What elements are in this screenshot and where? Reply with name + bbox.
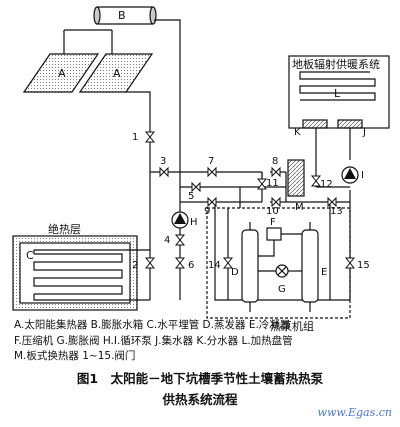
watermark: www.Egas.cn xyxy=(317,406,392,419)
valve-11 xyxy=(256,178,268,190)
valve-label-11: 11 xyxy=(266,178,279,189)
label-pump-i: I xyxy=(361,170,364,181)
valve-12 xyxy=(310,175,322,187)
valve-5 xyxy=(191,181,201,193)
circulation-pump-i xyxy=(341,166,359,184)
valve-label-2: 2 xyxy=(132,260,138,271)
label-heating-coil: L xyxy=(334,87,341,100)
label-expansion-tank: B xyxy=(118,9,126,22)
label-compressor: F xyxy=(270,217,276,228)
valve-13 xyxy=(327,196,337,208)
valve-label-10: 10 xyxy=(266,206,279,217)
valve-label-1: 1 xyxy=(132,132,138,143)
label-expansion-valve: G xyxy=(278,284,286,295)
solar-collector-1 xyxy=(22,53,100,93)
valve-label-15: 15 xyxy=(357,260,370,271)
expansion-tank xyxy=(93,6,157,25)
valves xyxy=(144,131,356,269)
caption-line-1: 图1 太阳能－地下坑槽季节性土壤蓄热热泵 xyxy=(76,371,324,386)
legend-line-1: A.太阳能集热器 B.膨胀水箱 C.水平埋管 D.蒸发器 E.冷凝器 xyxy=(14,319,291,331)
label-pump-h: H xyxy=(190,217,198,228)
valve-label-4: 4 xyxy=(164,235,170,246)
valve-3 xyxy=(159,166,169,178)
heat-pump-label: 热泵机组 xyxy=(270,319,314,333)
label-evaporator: D xyxy=(231,267,239,278)
valve-4 xyxy=(174,234,186,246)
legend: A.太阳能集热器 B.膨胀水箱 C.水平埋管 D.蒸发器 E.冷凝器 F.压缩机… xyxy=(14,318,394,365)
valve-7 xyxy=(207,166,217,178)
valve-label-7: 7 xyxy=(208,156,214,167)
caption-line-2: 供热系统流程 xyxy=(162,392,238,407)
valve-1 xyxy=(144,131,156,143)
label-collector-1: A xyxy=(58,67,66,80)
valve-label-5: 5 xyxy=(188,191,194,202)
valve-14 xyxy=(222,257,234,269)
valve-10 xyxy=(271,196,281,208)
valve-label-6: 6 xyxy=(188,260,194,271)
valve-9 xyxy=(207,196,217,208)
label-buried-pipe: C xyxy=(26,249,34,262)
floor-heating-title: 地板辐射供暖系统 xyxy=(292,57,380,71)
valve-label-13: 13 xyxy=(330,206,343,217)
valve-label-8: 8 xyxy=(272,156,278,167)
valve-8 xyxy=(271,166,281,178)
label-collector-2: A xyxy=(113,67,121,80)
label-condenser: E xyxy=(321,267,327,278)
circulation-pump-h xyxy=(171,211,189,229)
label-plate-exchanger: M xyxy=(295,202,304,213)
valve-2 xyxy=(144,257,156,269)
valve-label-12: 12 xyxy=(320,179,333,190)
label-distributor-k: K xyxy=(294,127,301,138)
valve-15 xyxy=(344,257,356,269)
legend-line-2: F.压缩机 G.膨胀阀 H.I.循环泵 J.集水器 K.分水器 L.加热盘管 xyxy=(14,334,293,347)
valve-label-14: 14 xyxy=(208,260,221,271)
valve-6 xyxy=(174,257,186,269)
valve-label-3: 3 xyxy=(160,156,166,167)
label-collector-j: J xyxy=(362,127,366,138)
insulation-label: 绝热层 xyxy=(48,222,81,236)
figure-caption: 图1 太阳能－地下坑槽季节性土壤蓄热热泵 供热系统流程 xyxy=(0,368,400,410)
valve-label-9: 9 xyxy=(204,206,210,217)
legend-line-3: M.板式换热器 1~15.阀门 xyxy=(14,350,136,362)
solar-collector-2 xyxy=(78,53,154,93)
